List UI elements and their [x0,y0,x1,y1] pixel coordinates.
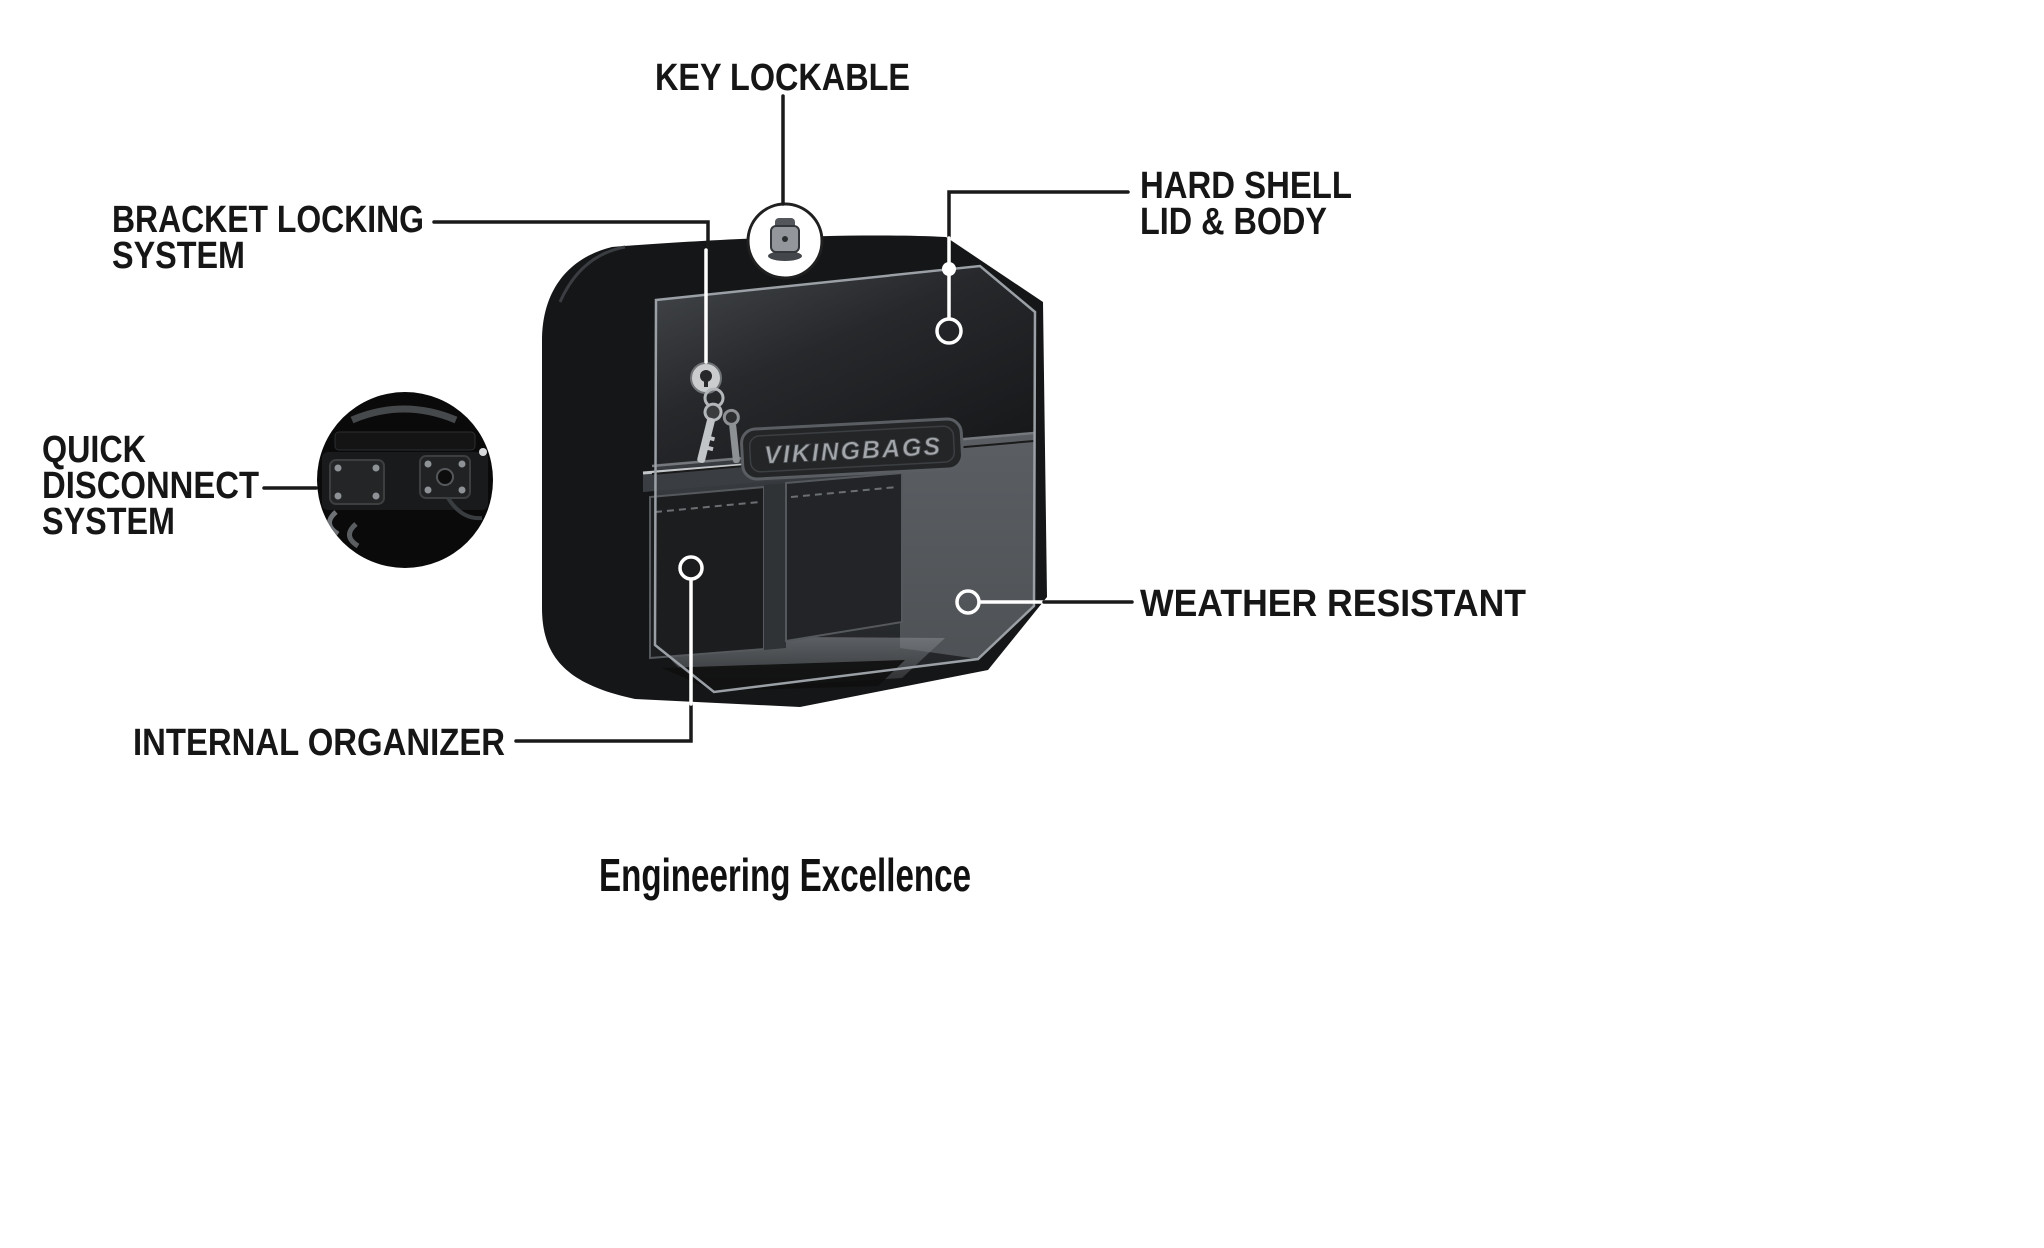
bag-lid-face [656,266,1035,464]
lock-base [768,251,802,261]
leader-bracket-dark [432,220,710,252]
label-internal-organizer: INTERNAL ORGANIZER [133,722,505,764]
bag-left-ridge [558,245,626,303]
inset-bracket-left [329,459,385,505]
label-bracket-locking-line1: BRACKET LOCKING [112,199,424,241]
organizer-pocket-left [649,485,765,660]
screw [458,460,466,468]
labels: KEY LOCKABLE BRACKET LOCKING SYSTEM HARD… [42,57,1526,901]
screw [334,492,342,500]
screw [458,486,466,494]
saddlebag-illustration: VIKINGBAGS [542,202,1047,707]
quick-disconnect-inset [317,392,493,568]
inset-cable [446,496,483,521]
marker-lid-dot [942,262,956,276]
label-hard-shell-line1: HARD SHELL [1140,165,1352,207]
label-quick-disconnect-line2: DISCONNECT [42,465,259,507]
leader-hardshell-dark [947,190,1130,240]
screw [372,464,380,472]
screw [424,486,432,494]
inset-hub [436,468,454,486]
label-bracket-locking-line2: SYSTEM [112,235,245,277]
label-quick-disconnect-line1: QUICK [42,429,146,471]
lock-keyway [782,236,788,242]
inset-handle [350,405,458,424]
leader-organizer-dark [514,702,693,743]
organizer-pocket-right [785,471,903,643]
marker-organizer-circle [678,555,704,581]
callout-lines [262,94,1134,743]
label-hard-shell-line2: LID & BODY [1140,201,1327,243]
label-weather-resistant: WEATHER RESISTANT [1140,583,1526,625]
inset-screw-bright [479,448,487,456]
keyhole-slot [704,378,708,387]
organizer-pocket-right-stitch [790,486,898,498]
bag-bottom-shadow [662,660,905,691]
label-quick-disconnect-line3: SYSTEM [42,501,175,543]
keyhole-core [700,370,712,382]
brand-plate-inner [748,425,956,473]
footer-title: Engineering Excellence [599,849,971,901]
top-lock [746,202,824,280]
organizer-divider-strap [764,483,786,650]
screw [334,464,342,472]
inset-hook-1 [327,510,340,537]
organizer-pocket-left-stitch [654,501,761,513]
marker-body-circle [935,317,963,345]
brand-plate: VIKINGBAGS [740,417,964,481]
key-dark [722,408,740,464]
front-panel-outline [653,264,1037,694]
screw [372,492,380,500]
inset-hook-2 [347,522,360,549]
screw [424,460,432,468]
inset-top-plate [334,431,476,451]
key-light [697,402,723,463]
inset-contents [322,405,488,549]
label-key-lockable: KEY LOCKABLE [655,57,910,99]
